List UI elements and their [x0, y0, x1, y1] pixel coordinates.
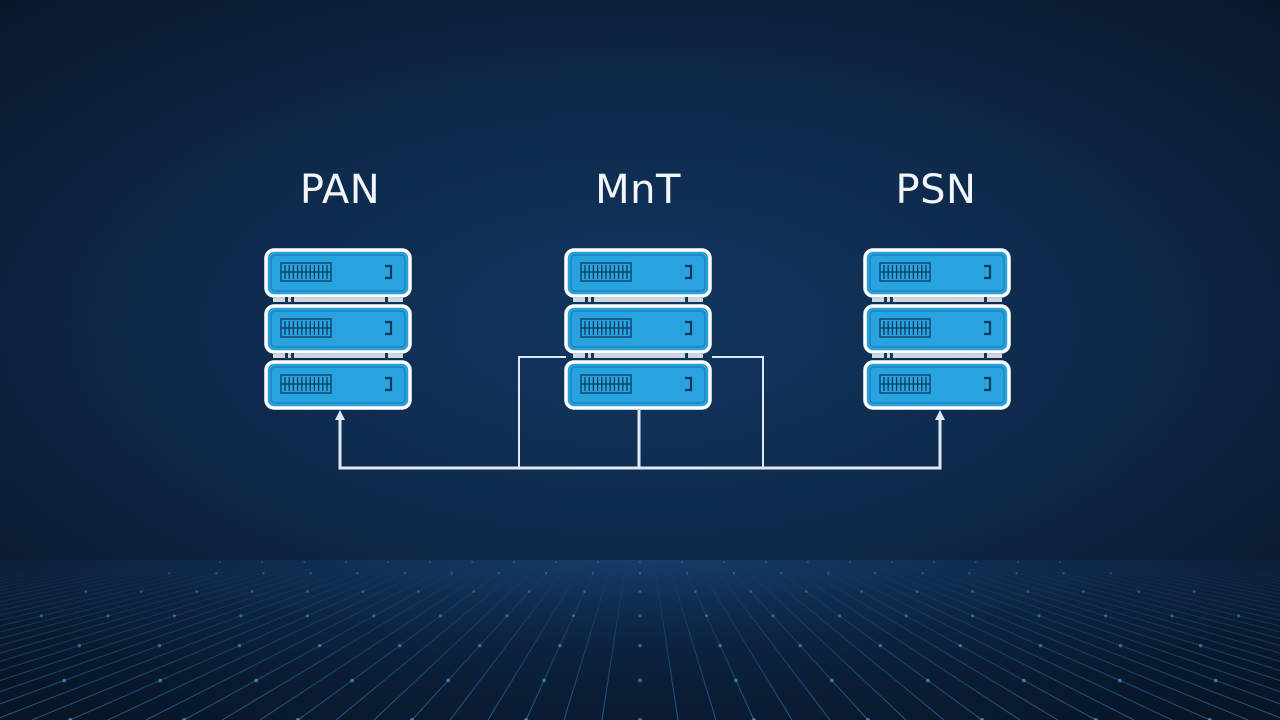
- connector-lines: [338, 356, 942, 470]
- mnt-server-unit: [564, 360, 712, 410]
- psn-server-unit: [863, 304, 1011, 354]
- psn-label: PSN: [895, 167, 977, 213]
- pan-server-unit: [264, 360, 412, 410]
- status-indicator-icon: [685, 264, 693, 280]
- mnt-server-unit: [564, 304, 712, 354]
- status-indicator-icon: [984, 376, 992, 392]
- status-indicator-icon: [685, 320, 693, 336]
- pan-label: PAN: [299, 167, 381, 213]
- pan-arrow-icon: [335, 410, 345, 420]
- connector-arrows: [335, 410, 945, 420]
- mnt-label: MnT: [595, 167, 681, 213]
- mnt-drop-right: [712, 356, 764, 468]
- psn-server-unit: [863, 248, 1011, 298]
- status-indicator-icon: [984, 320, 992, 336]
- status-indicator-icon: [685, 376, 693, 392]
- mnt-server-unit: [564, 248, 712, 298]
- vent-grille-icon: [879, 318, 931, 338]
- status-indicator-icon: [385, 320, 393, 336]
- psn-server-stack-icon: [863, 248, 1011, 410]
- pan-server-unit: [264, 248, 412, 298]
- status-indicator-icon: [385, 264, 393, 280]
- vent-grille-icon: [280, 262, 332, 282]
- psn-arrow-icon: [935, 410, 945, 420]
- pan-server-stack-icon: [264, 248, 412, 410]
- vent-grille-icon: [280, 374, 332, 394]
- pan-server-unit: [264, 304, 412, 354]
- psn-server-unit: [863, 360, 1011, 410]
- status-indicator-icon: [984, 264, 992, 280]
- vent-grille-icon: [580, 318, 632, 338]
- vent-grille-icon: [280, 318, 332, 338]
- mnt-server-stack-icon: [564, 248, 712, 410]
- vent-grille-icon: [580, 262, 632, 282]
- vent-grille-icon: [879, 374, 931, 394]
- vent-grille-icon: [879, 262, 931, 282]
- vent-grille-icon: [580, 374, 632, 394]
- mnt-drop-left: [518, 356, 566, 468]
- status-indicator-icon: [385, 376, 393, 392]
